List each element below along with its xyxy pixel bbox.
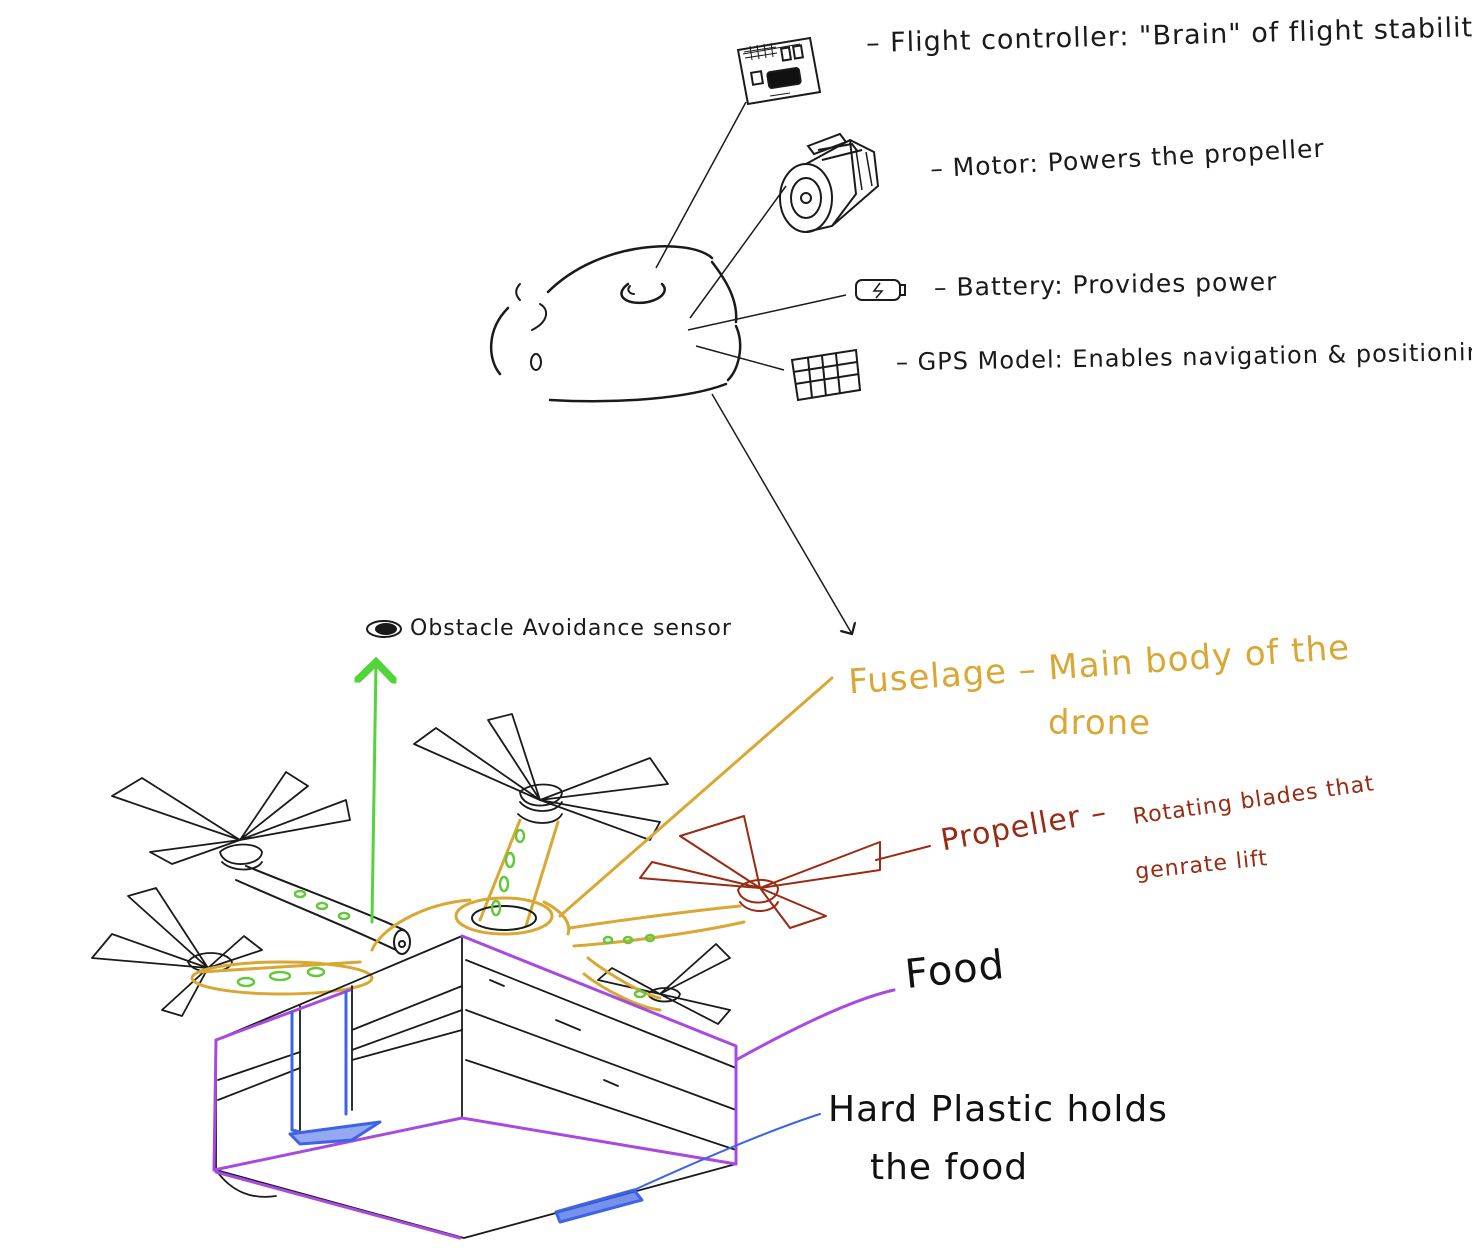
hard-plastic-label-line2: the food xyxy=(870,1147,1029,1188)
hard-plastic-holders xyxy=(288,990,644,1224)
propeller-right-front xyxy=(597,943,731,1025)
propeller-left-front xyxy=(91,887,263,1017)
sensor-dots xyxy=(236,828,656,999)
food-label: Food xyxy=(902,941,1008,999)
food-pointer xyxy=(734,988,896,1062)
fuselage-sketch xyxy=(489,245,742,403)
hard-plastic-label-line1: Hard Plastic holds xyxy=(828,1089,1168,1130)
arm-left-back xyxy=(235,865,411,955)
propeller-center xyxy=(413,713,669,841)
arm-center xyxy=(478,818,560,928)
arm-right xyxy=(568,904,746,1012)
plastic-pointer xyxy=(633,1113,821,1191)
circuit-board-icon xyxy=(736,36,822,106)
motor-icon xyxy=(779,132,880,233)
fuselage-hub xyxy=(370,896,571,952)
arm-left-front xyxy=(190,960,374,996)
obstacle-sensor-label: Obstacle Avoidance sensor xyxy=(410,616,732,641)
leader-lines xyxy=(655,101,852,634)
sensor-arrow xyxy=(372,662,376,924)
sensor-eye-icon xyxy=(366,620,402,638)
battery-label: – Battery: Provides power xyxy=(933,267,1278,302)
fuselage-label-line2: drone xyxy=(1048,703,1152,743)
battery-icon xyxy=(855,279,906,301)
food-box-outline xyxy=(212,934,738,1240)
gps-module-icon xyxy=(790,348,862,402)
propeller-right xyxy=(639,815,881,929)
propeller-pointer xyxy=(875,845,931,861)
drone-body xyxy=(91,662,931,1240)
fuselage-pointer xyxy=(558,676,834,918)
propeller-left-back xyxy=(111,771,351,871)
